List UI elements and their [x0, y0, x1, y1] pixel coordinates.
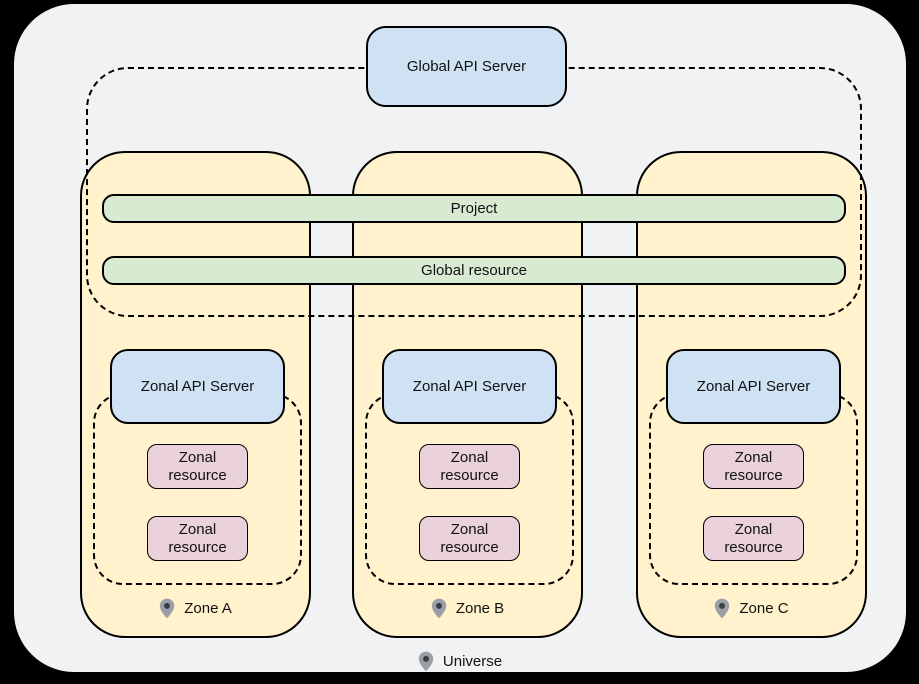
location-pin-icon: [715, 598, 730, 618]
zone-a-zonal-resource-2: Zonal resource: [147, 516, 248, 561]
zone-c-container: Zonal API Server Zonal resource Zonal re…: [636, 151, 867, 638]
global-api-server-box: Global API Server: [366, 26, 567, 107]
zone-c-label-text: Zone C: [739, 599, 789, 617]
project-bar: Project: [102, 194, 846, 223]
global-resource-bar: Global resource: [102, 256, 846, 285]
location-pin-icon: [418, 651, 434, 671]
zone-c-label: Zone C: [638, 593, 865, 623]
zone-b-zonal-resource-2: Zonal resource: [419, 516, 520, 561]
zone-b-zonal-api-server-box: Zonal API Server: [382, 349, 557, 424]
universe-container: Zonal API Server Zonal resource Zonal re…: [14, 4, 906, 672]
universe-label: Universe: [14, 646, 906, 676]
zone-b-label-text: Zone B: [455, 599, 505, 617]
zone-c-zonal-api-server-box: Zonal API Server: [666, 349, 841, 424]
location-pin-icon: [160, 598, 175, 618]
zone-c-zonal-resource-1: Zonal resource: [703, 444, 804, 489]
zone-b-label: Zone B: [354, 593, 581, 623]
location-pin-icon: [431, 598, 447, 618]
universe-label-text: Universe: [442, 652, 503, 670]
zone-a-label-text: Zone A: [184, 599, 232, 617]
zone-a-label: Zone A: [82, 593, 309, 623]
zone-b-zonal-resource-1: Zonal resource: [419, 444, 520, 489]
zone-c-zonal-resource-2: Zonal resource: [703, 516, 804, 561]
zone-a-container: Zonal API Server Zonal resource Zonal re…: [80, 151, 311, 638]
zone-b-container: Zonal API Server Zonal resource Zonal re…: [352, 151, 583, 638]
zone-a-zonal-resource-1: Zonal resource: [147, 444, 248, 489]
zone-a-zonal-api-server-box: Zonal API Server: [110, 349, 285, 424]
